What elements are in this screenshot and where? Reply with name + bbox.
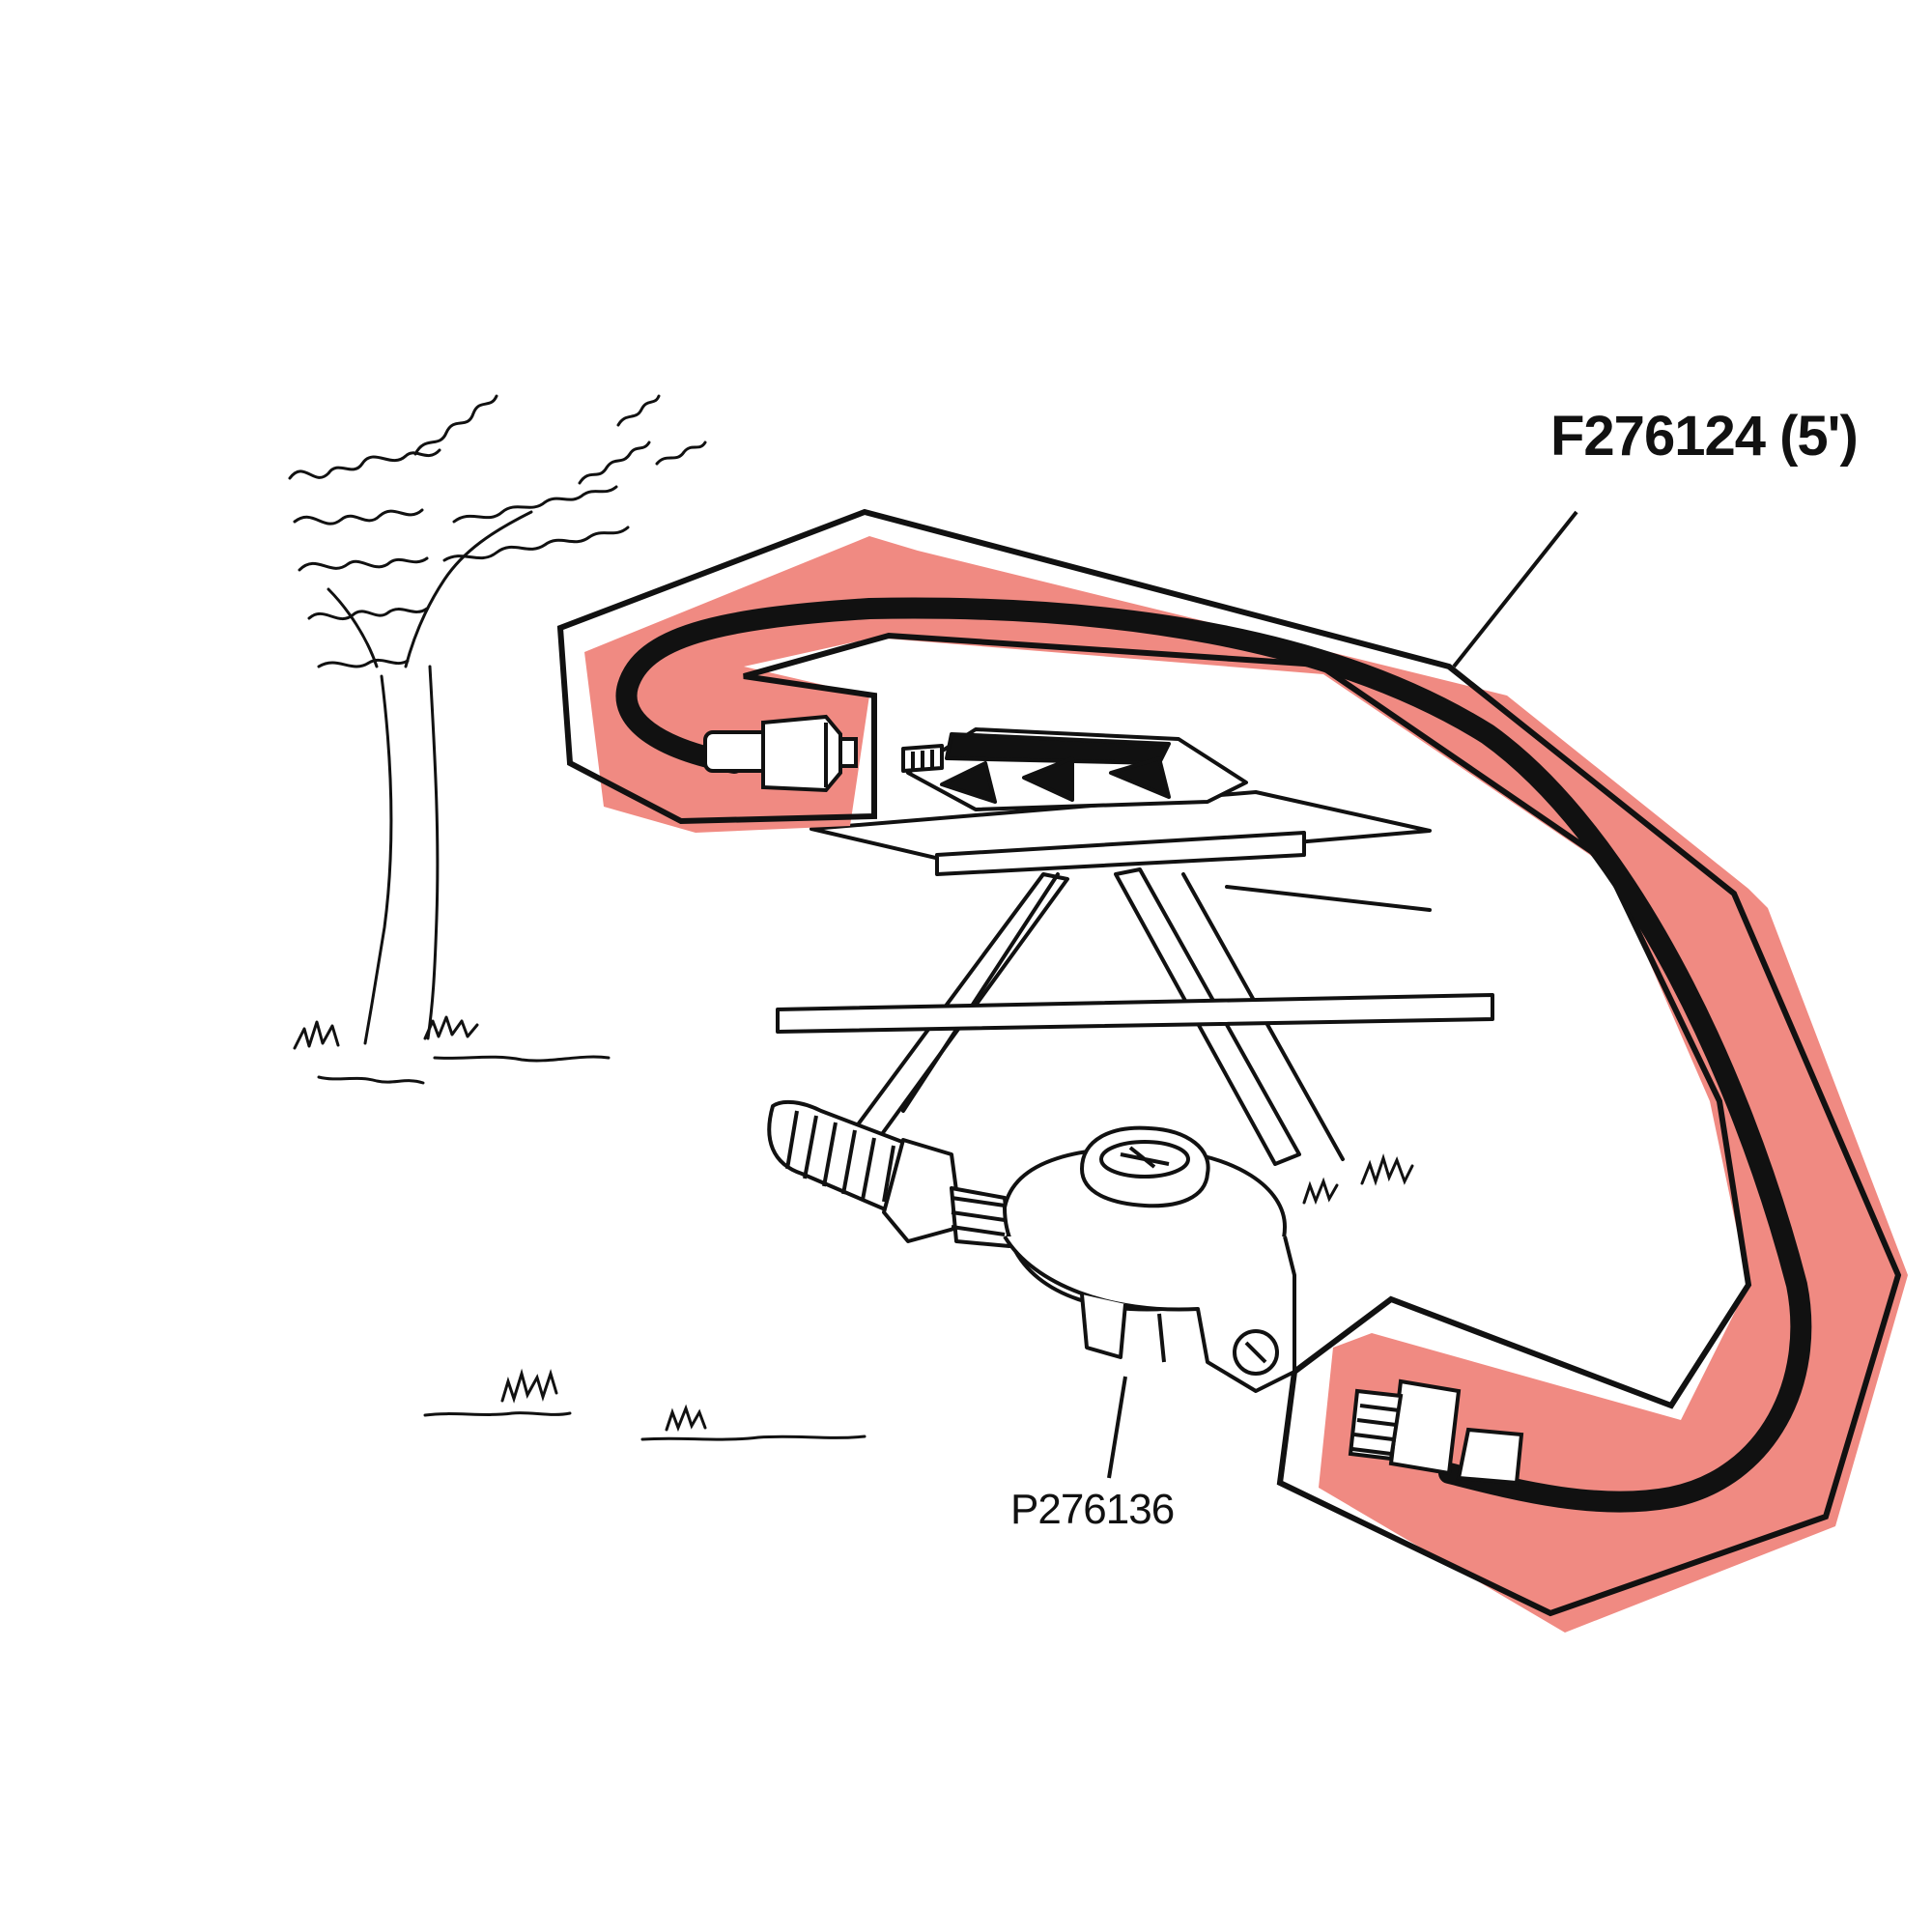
hose-leader-line — [1452, 510, 1578, 668]
hose-fitting-regulator-end — [1348, 1378, 1524, 1486]
propane-regulator-icon — [767, 1099, 1296, 1393]
camp-stove-icon — [901, 727, 1248, 811]
gas-hose-icon — [615, 597, 1812, 1513]
hose-part-label: F276124 (5') — [1550, 405, 1859, 468]
tree-icon — [288, 394, 707, 1085]
regulator-leader-line — [1107, 1376, 1127, 1479]
hose-highlight-outline — [556, 508, 1902, 1617]
hose-fitting-stove-end — [703, 714, 858, 793]
grass-icon — [423, 1153, 1414, 1441]
picnic-table-icon — [776, 790, 1494, 1166]
regulator-part-label: P276136 — [1010, 1486, 1175, 1533]
